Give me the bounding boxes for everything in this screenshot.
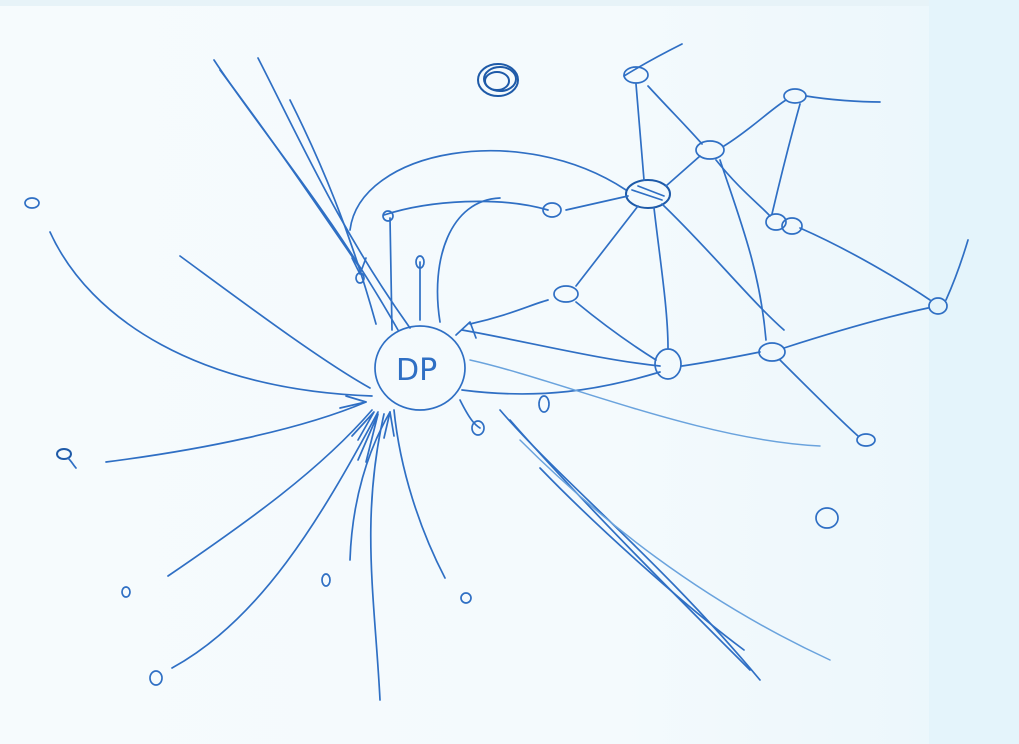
isolated-node [383,211,393,221]
center-node: DP [375,326,465,410]
isolated-node [461,593,471,603]
net-edge-7 [772,104,800,214]
scribbled-node-core [485,72,509,90]
isolated-node [539,396,549,412]
isolated-node [322,574,330,586]
net-edge-4 [666,156,700,186]
edge-bottom-left-2 [172,412,378,668]
node-lower-right [759,343,785,361]
isolated-node [816,508,838,528]
lower-right-bundle [500,410,830,680]
node-far-right [929,298,947,314]
edge-to-node-b [470,300,548,324]
isolated-node [57,449,71,459]
isolated-node [472,421,484,435]
arrowhead-bottom [384,412,394,438]
isolated-node [25,198,39,208]
edge-diag-4 [540,468,744,650]
edge-up-loop [438,198,501,322]
arrowhead-left [340,396,366,408]
edge-top-left-3 [258,58,410,328]
edge-left-mid [180,256,370,388]
net-edge-11 [654,208,668,348]
edge-left-lower [106,402,366,462]
edge-to-node-c-2 [462,372,660,394]
net-edge-1 [636,84,644,180]
net-edge-15 [784,308,928,348]
outgoing-edges [350,151,820,446]
edge-diag-1 [500,410,760,680]
edge-left-upper [50,232,372,396]
top-left-edges [214,58,410,330]
isolated-node-tail [68,458,76,468]
net-edge-10 [576,206,638,286]
node-lower [655,349,681,379]
node-bottom-right [857,434,875,446]
edge-arc-top [350,151,626,230]
isolated-node [150,671,162,685]
net-edge-9 [566,196,628,210]
edge-small-down [460,400,480,428]
center-node-label: DP [396,353,437,388]
hub-scribble [632,186,664,200]
node-mid-left [554,286,578,302]
net-edge-16 [800,228,930,300]
edge-bottom-left [168,410,372,576]
edge-to-node-c [462,330,660,366]
net-edge-19 [720,160,766,340]
net-edge-5 [724,100,786,146]
net-edge-14 [682,352,760,366]
hub-node [626,180,670,208]
edge-top-left-4 [290,100,376,324]
net-edge-8 [716,160,770,216]
net-edge-13 [576,302,656,360]
edge-bottom-right [394,410,445,578]
net-edge-17 [946,240,968,300]
net-edge-2 [648,86,702,144]
incoming-edges [50,232,445,700]
node-top-right [784,89,806,103]
isolated-node [122,587,130,597]
edge-bottom [371,414,384,700]
edge-up-long [390,218,392,330]
net-edge-3 [624,44,682,76]
edge-to-node-a [384,201,548,215]
edge-diag-3 [520,440,830,660]
net-edge-6 [806,96,880,102]
net-edge-18 [780,360,858,436]
